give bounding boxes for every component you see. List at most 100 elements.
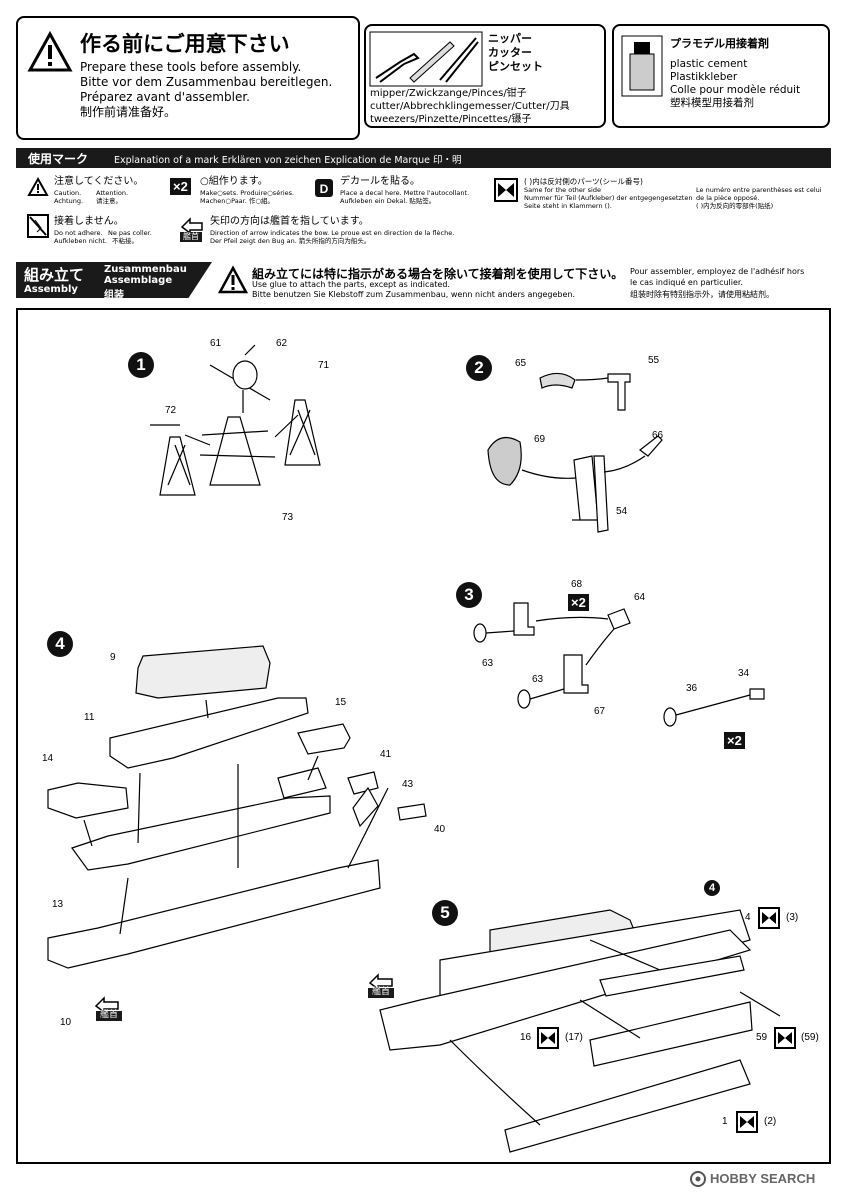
caution-jp: 注意してください。 — [54, 176, 144, 187]
noglue-l1a: Do not adhere. — [54, 229, 103, 237]
prep-box: 作る前にご用意下さい Prepare these tools before as… — [16, 16, 360, 140]
tool-tweezers: ピンセット — [488, 60, 543, 73]
assembly-notice-en: Use glue to attach the parts, except as … — [252, 280, 450, 289]
decal-l1: Place a decal here. Mettre l'autocollant… — [340, 189, 470, 197]
opposite-l3: Seite steht in Klammern (). — [524, 202, 612, 210]
part-64: 64 — [634, 592, 646, 603]
arrow-l2: Der Pfeil zeigt den Bug an. 箭头所指的方向为船头。 — [210, 237, 371, 245]
part-65: 65 — [515, 358, 527, 369]
marks-header: 使用マーク — [28, 152, 89, 166]
part-63b: 63 — [532, 674, 544, 685]
opposite-side-icon — [494, 178, 518, 202]
make-l2: Machen○Paar. 作○組。 — [200, 197, 275, 205]
assembly-notice-de: Bitte benutzen Sie Klebstoff zum Zusamme… — [252, 290, 576, 299]
assembly-title-de: Zusammenbau — [104, 264, 187, 275]
caution-l1b: Attention. — [96, 189, 129, 197]
noglue-l2b: 不粘接。 — [112, 237, 138, 245]
tools-box: ニッパー カッター ピンセット mipper/Zwickzange/Pinces… — [364, 24, 606, 128]
arrow-jp: 矢印の方向は艦首を指しています。 — [210, 216, 369, 227]
part-68: 68 — [571, 579, 583, 590]
part-36: 36 — [686, 683, 698, 694]
part-61: 61 — [210, 338, 222, 349]
cement-line-1: plastic cement — [670, 58, 748, 70]
make-l1: Make○sets. Produire○séries. — [200, 189, 295, 197]
decal-part-4: 4 — [745, 912, 751, 923]
part-66: 66 — [652, 430, 664, 441]
part-67: 67 — [594, 706, 606, 717]
tools-line-3: tweezers/Pinzette/Pincettes/镊子 — [370, 114, 532, 125]
step-2-badge: 2 — [466, 355, 492, 381]
nipper-cutter-tweezers-icon — [369, 31, 483, 87]
part-43: 43 — [402, 779, 414, 790]
decal-part-59: 59 — [756, 1032, 768, 1043]
svg-text:D: D — [320, 182, 329, 196]
part-9: 9 — [110, 652, 116, 663]
step-5-bow-badge: 艦首 — [368, 988, 395, 998]
decal-1-opposite-icon — [736, 1111, 758, 1133]
warning-icon — [27, 30, 73, 72]
part-15: 15 — [335, 697, 347, 708]
part-10: 10 — [60, 1017, 72, 1028]
decal-16-opposite-icon — [537, 1027, 559, 1049]
cement-title: プラモデル用接着剤 — [670, 37, 769, 50]
hobby-search-logo-icon — [690, 1171, 706, 1187]
part-71: 71 — [318, 360, 330, 371]
bow-arrow-icon — [180, 217, 203, 235]
noglue-l2a: Aufkleben nicht. — [54, 237, 107, 245]
assembly-title-fr: Assemblage — [104, 275, 173, 286]
part-41: 41 — [380, 749, 392, 760]
decal-jp: デカールを貼る。 — [340, 176, 420, 187]
make-jp: ○組作ります。 — [200, 176, 268, 187]
arrow-l1: Direction of arrow indicates the bow. Le… — [210, 229, 455, 237]
no-glue-icon — [27, 214, 49, 238]
opposite-r2: de la pièce opposé. — [696, 194, 760, 202]
assembly-notice-fr1: Pour assembler, employez de l'adhésif ho… — [630, 267, 805, 276]
noglue-jp: 接着しません。 — [54, 216, 124, 227]
assembly-title-en: Assembly — [24, 284, 78, 295]
part-62: 62 — [276, 338, 288, 349]
decal-alt-3: (3) — [786, 912, 799, 923]
step-3-badge: 3 — [456, 582, 482, 608]
cement-line-3: Colle pour modèle réduit — [670, 84, 801, 96]
assembly-title-bar: 組み立て Assembly Zusammenbau Assemblage 组装 — [16, 262, 212, 298]
marks-header-sub: Explanation of a mark Erklären von zeich… — [114, 155, 462, 166]
part-34: 34 — [738, 668, 750, 679]
cement-line-4: 塑料模型用接着剂 — [670, 97, 754, 109]
decal-alt-59: (59) — [801, 1032, 819, 1043]
part-14: 14 — [42, 753, 54, 764]
step-4-bow-arrow-icon — [94, 996, 119, 1014]
step-1-mast-drawing — [150, 344, 321, 496]
assembly-notice-jp: 組み立てには特に指示がある場合を除いて接着剤を使用して下さい。 — [252, 267, 624, 281]
part-73: 73 — [282, 512, 294, 523]
make-sets-badge: ×2 — [170, 178, 191, 195]
part-11: 11 — [84, 712, 95, 723]
caution-l2a: Achtung. — [54, 197, 84, 205]
cement-box: プラモデル用接着剤 plastic cement Plastikkleber C… — [612, 24, 830, 128]
caution-l1a: Caution. — [54, 189, 82, 197]
part-54: 54 — [616, 506, 628, 517]
step-4-bow-badge: 艦首 — [96, 1011, 123, 1021]
opposite-r3: ( )内为反向的零部件(贴纸) — [696, 202, 774, 210]
tools-line-2: cutter/Abbrechklingemesser/Cutter/刀具 — [370, 101, 570, 112]
opposite-r1: Le numéro entre parenthèses est celui — [696, 186, 822, 194]
tool-nipper: ニッパー — [488, 32, 532, 45]
step-2-bridge-drawing — [487, 372, 663, 533]
decal-4-opposite-icon — [758, 907, 780, 929]
step-3-mult-2: ×2 — [724, 732, 745, 749]
assembly-warning-icon — [217, 265, 249, 294]
decal-alt-17: (17) — [565, 1032, 583, 1043]
prep-line-fr: Préparez avant d'assembler. — [80, 90, 250, 104]
decal-l2: Aufkleben ein Dekal. 贴贴签。 — [340, 197, 436, 205]
cement-line-2: Plastikkleber — [670, 71, 738, 83]
part-63a: 63 — [482, 658, 494, 669]
assembly-frame — [16, 308, 831, 1164]
decal-icon: D — [315, 179, 333, 197]
decal-part-16: 16 — [520, 1032, 532, 1043]
caution-l2b: 请注意。 — [96, 197, 122, 205]
assembly-title-cn: 组装 — [104, 290, 124, 301]
prep-line-de: Bitte vor dem Zusammenbau bereitlegen. — [80, 75, 333, 89]
part-69: 69 — [534, 434, 546, 445]
step-3-mult-1: ×2 — [568, 594, 589, 611]
assembly-notice-fr2: le cas indiqué en particulier. — [630, 278, 744, 287]
bow-badge: 艦首 — [180, 232, 202, 242]
